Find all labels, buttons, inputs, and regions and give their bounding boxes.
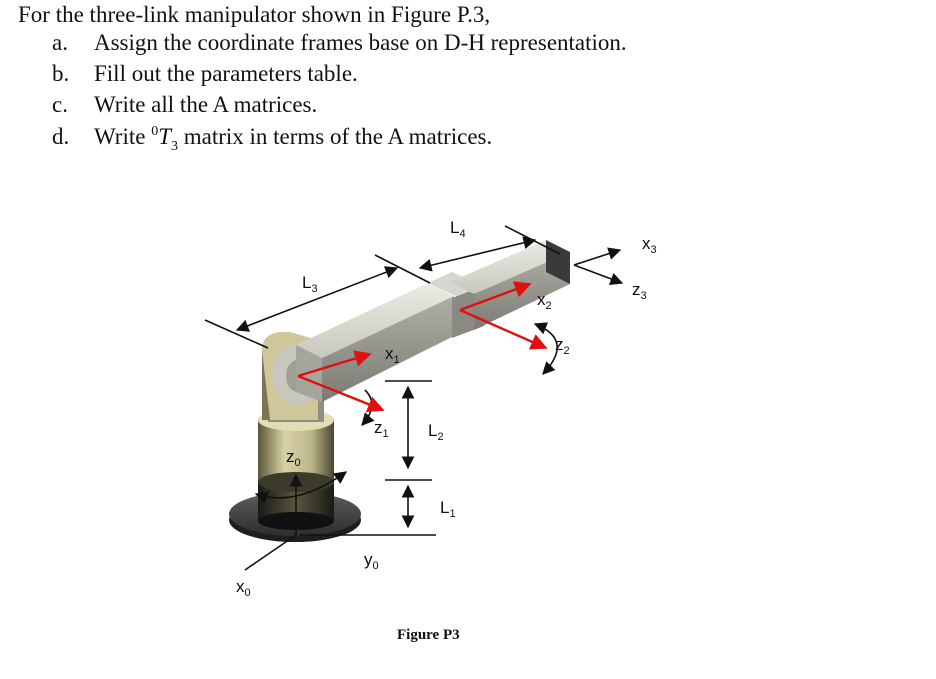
label-l4: L4 xyxy=(450,218,466,240)
label-x2: x2 xyxy=(537,290,552,312)
item-text: Fill out the parameters table. xyxy=(94,61,358,86)
figure-caption: Figure P3 xyxy=(397,627,460,643)
item-letter: b. xyxy=(52,61,70,86)
joint2-rotation-arrow xyxy=(361,389,375,426)
item-text-after: matrix in terms of the A matrices. xyxy=(177,124,493,149)
x0-axis-line xyxy=(244,534,297,571)
problem-intro: For the three-link manipulator shown in … xyxy=(18,2,491,27)
label-l2: L2 xyxy=(428,421,444,443)
joint1-rotation-arrow xyxy=(254,471,348,504)
transform-subscript: 3 xyxy=(170,139,178,154)
x3-axis-arrow xyxy=(573,247,622,266)
label-z2: z2 xyxy=(555,335,570,357)
z1-axis-arrow xyxy=(297,374,385,413)
transform-symbol: T xyxy=(158,124,171,149)
x1-axis-arrow xyxy=(297,350,372,378)
label-z0: z0 xyxy=(286,447,301,469)
joint3-rotation-arrow xyxy=(533,322,559,375)
item-text: Write 0T3 matrix in terms of the A matri… xyxy=(94,124,493,154)
x2-axis-arrow xyxy=(459,281,532,312)
red-frame-arrows xyxy=(297,281,548,413)
dimension-lines xyxy=(204,225,624,536)
l3-extension-line xyxy=(204,319,269,349)
base-frame-axes xyxy=(244,322,559,571)
item-text-before: Write xyxy=(94,124,152,149)
label-y0: y0 xyxy=(364,550,379,572)
l3-dimension-arrow xyxy=(235,266,399,332)
label-z3: z3 xyxy=(632,280,647,302)
label-x1: x1 xyxy=(385,344,400,366)
item-text: Assign the coordinate frames base on D-H… xyxy=(94,30,627,55)
item-letter: a. xyxy=(52,30,68,55)
item-letter: c. xyxy=(52,92,68,117)
transform-superscript: 0 xyxy=(151,124,159,139)
item-text: Write all the A matrices. xyxy=(94,92,318,117)
item-letter: d. xyxy=(52,124,70,149)
label-l1: L1 xyxy=(440,498,456,520)
label-z1: z1 xyxy=(374,418,389,440)
z2-axis-arrow xyxy=(459,308,548,350)
l3-extension-line xyxy=(374,254,431,284)
label-x3: x3 xyxy=(642,234,657,256)
label-l3: L3 xyxy=(302,273,318,295)
z3-axis-arrow xyxy=(573,264,624,285)
l4-dimension-arrow xyxy=(418,236,537,272)
figure-labels: L3 L4 L2 L1 x3 z3 x2 z2 x1 z1 z0 y0 x0 F… xyxy=(236,218,657,643)
label-x0: x0 xyxy=(236,577,251,599)
